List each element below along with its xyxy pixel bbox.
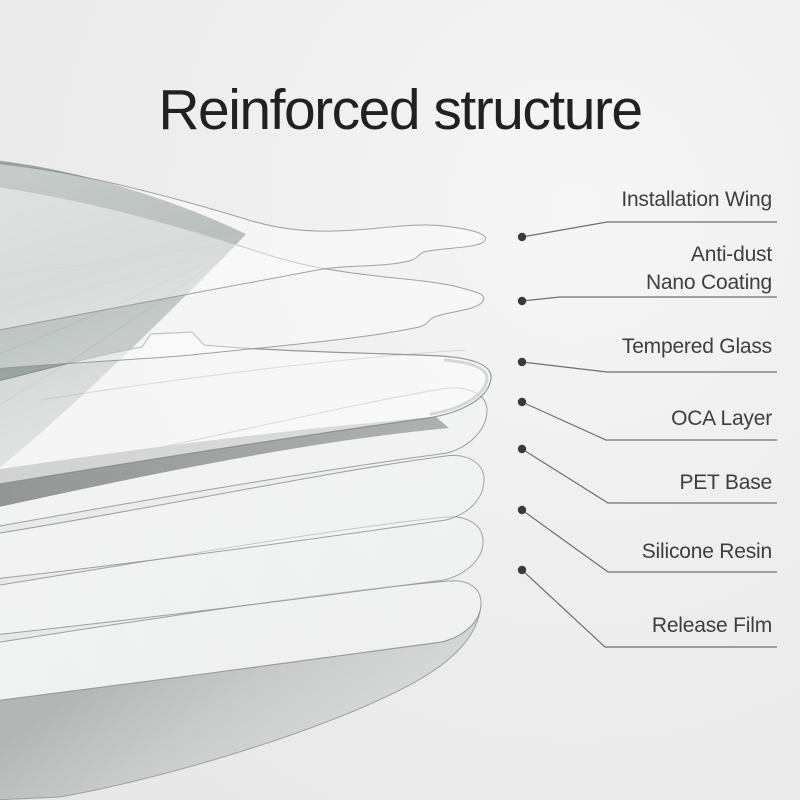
leader-line-installation-wing xyxy=(521,221,777,238)
layer-label-pet-base: PET Base xyxy=(679,471,772,494)
layer-label-tempered-glass: Tempered Glass xyxy=(621,335,772,358)
leader-line-silicone-resin xyxy=(521,509,777,573)
layer-label-installation-wing: Installation Wing xyxy=(621,188,772,211)
sheet-tempered-glass xyxy=(0,331,492,485)
layer-label-release-film: Release Film xyxy=(651,614,772,637)
leader-line-release-film xyxy=(521,569,777,648)
dot-tempered-glass xyxy=(517,357,527,367)
dot-silicone-resin xyxy=(517,505,527,515)
leader-line-oca-layer xyxy=(521,401,777,441)
leader-line-pet-base xyxy=(521,448,777,504)
leader-line-tempered-glass xyxy=(521,361,777,373)
sheet-anti-dust-nano-coating xyxy=(0,186,485,369)
dot-installation-wing xyxy=(517,232,527,242)
glass-face-reflection-line xyxy=(39,349,466,401)
layer-label-silicone-resin: Silicone Resin xyxy=(641,540,772,563)
dot-release-film xyxy=(517,565,527,575)
leader-line-anti-dust-nano-coating xyxy=(521,296,777,302)
tempered-glass-shadow-band xyxy=(0,417,449,507)
sheet-pet-base xyxy=(0,454,485,579)
dot-pet-base xyxy=(517,444,527,454)
layer-label-oca-layer: OCA Layer xyxy=(671,407,772,430)
dot-oca-layer xyxy=(517,397,527,407)
dot-anti-dust-nano-coating xyxy=(517,296,527,306)
layer-label-anti-dust-nano-coating: Anti-dust Nano Coating xyxy=(645,243,772,294)
tempered-glass-edge-highlight xyxy=(429,358,489,416)
page-title: Reinforced structure xyxy=(158,78,643,142)
sheet-installation-wing xyxy=(0,163,486,331)
